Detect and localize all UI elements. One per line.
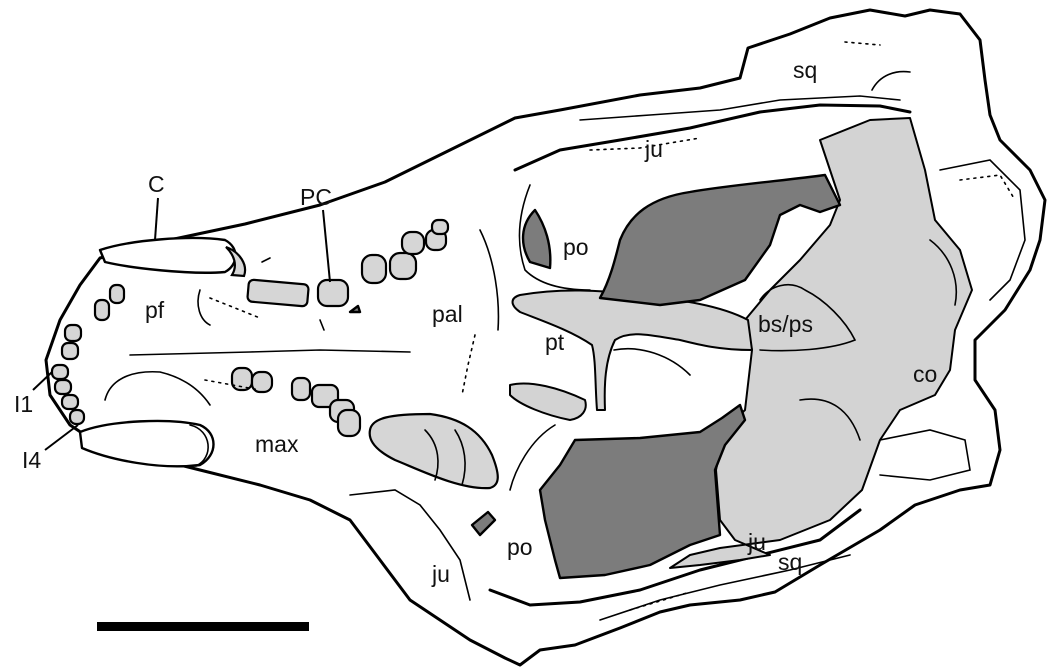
incisor	[55, 380, 71, 394]
postcanine-row-upper	[247, 220, 448, 307]
sq-suture-upper	[872, 72, 910, 90]
label-po-upper: po	[563, 234, 589, 260]
tooth	[338, 410, 360, 436]
label-i4: I4	[22, 447, 41, 473]
label-po-lower: po	[507, 534, 533, 560]
label-co: co	[913, 361, 937, 387]
label-ju-lower-left: ju	[431, 561, 450, 587]
tooth	[292, 378, 310, 400]
leader-i4	[45, 425, 78, 450]
pf-contour	[198, 290, 210, 325]
incisor	[65, 325, 81, 341]
upper-canine	[100, 238, 236, 273]
pterygoid-lower-process	[510, 383, 586, 420]
tooth	[402, 232, 424, 254]
scale-bar	[97, 622, 309, 631]
incisor	[95, 300, 109, 320]
occipital-flange-dots	[960, 175, 1015, 200]
leader-c	[155, 198, 158, 240]
label-pt: pt	[545, 329, 565, 355]
label-c: C	[148, 171, 165, 197]
label-pal: pal	[432, 301, 463, 327]
foramen-mark	[262, 258, 270, 262]
foramen-mark	[350, 306, 360, 312]
label-ju-lower-right: ju	[747, 529, 766, 555]
incisor	[70, 410, 84, 424]
tooth	[362, 255, 386, 283]
incisor	[110, 285, 124, 303]
incisor	[62, 343, 78, 359]
palatal-foramen-dots	[462, 335, 475, 395]
palatal-border-right	[480, 230, 498, 330]
label-ju-upper: ju	[644, 136, 663, 162]
tooth	[247, 279, 309, 306]
label-pf: pf	[145, 297, 165, 323]
label-sq-upper: sq	[793, 57, 817, 83]
occipital-flange-lower	[880, 430, 970, 480]
foramen-mark	[320, 320, 324, 330]
pterygoid-inner-line	[614, 349, 690, 375]
label-max: max	[255, 431, 299, 457]
sq-dots-upper	[845, 42, 880, 45]
incisor	[62, 395, 78, 409]
postcanine-row-lower	[232, 368, 498, 488]
tooth	[318, 280, 348, 306]
upper-postorbital-patch	[523, 210, 550, 268]
incisor	[52, 365, 68, 379]
leader-pc	[323, 210, 330, 282]
large-molar	[370, 414, 498, 488]
lower-postorbital-patch	[472, 512, 495, 535]
incisor-row	[52, 285, 124, 424]
lower-canine	[80, 421, 214, 466]
label-pc: PC	[300, 184, 332, 210]
tooth	[390, 253, 416, 279]
label-bs-ps: bs/ps	[758, 311, 813, 337]
label-i1: I1	[14, 391, 33, 417]
max-contour	[105, 372, 210, 405]
label-sq-lower: sq	[778, 549, 802, 575]
tooth	[432, 220, 448, 234]
palatal-midline	[130, 350, 410, 355]
